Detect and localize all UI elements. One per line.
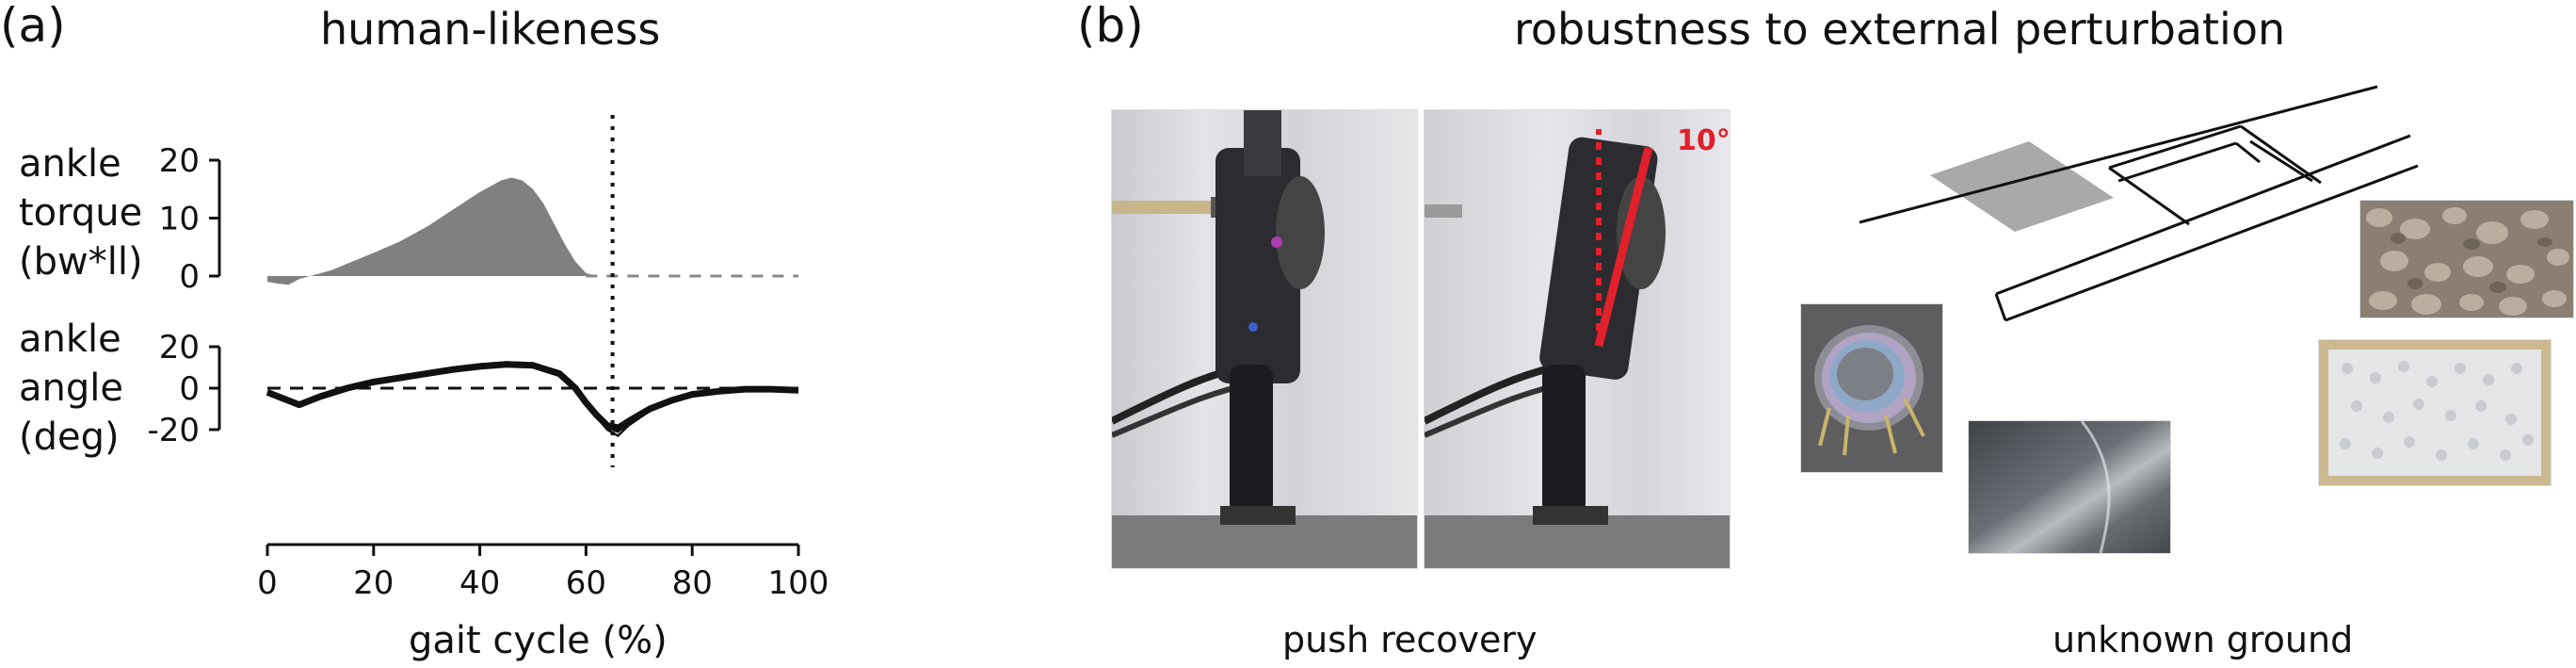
torque-y-tick-label: 10 — [159, 201, 200, 238]
gravel-photo — [2359, 200, 2574, 318]
angle-ylabel: ankle angle (deg) — [19, 315, 123, 462]
x-tick-label: 80 — [672, 564, 713, 602]
angle-y-tick-label: 20 — [159, 329, 200, 367]
angle-series-line — [266, 362, 799, 437]
x-tick-label: 0 — [257, 564, 278, 602]
oil-spill-photo-icon — [1801, 304, 1942, 472]
treadmill-diagram — [1859, 85, 2419, 322]
torque-y-tick-label: 20 — [159, 142, 200, 180]
torque-ylabel: ankle torque (bw*ll) — [19, 139, 143, 286]
steel-plate-photo-icon — [1969, 421, 2170, 553]
oil-spill-photo — [1800, 303, 1943, 473]
push-photo-left — [1111, 109, 1418, 569]
torque-y-tick-label: 0 — [179, 258, 200, 296]
x-axis-label: gait cycle (%) — [409, 619, 668, 662]
unknown-ground-caption: unknown ground — [2053, 619, 2354, 660]
lean-angle-label: 10° — [1677, 124, 1731, 157]
x-tick-label: 20 — [353, 564, 394, 602]
torque-area — [267, 177, 798, 285]
panel-a-label: (a) — [0, 0, 66, 53]
panel-b-label: (b) — [1077, 0, 1144, 53]
robot-photo-icon — [1112, 110, 1417, 568]
angle-series-line — [266, 361, 799, 432]
push-photo-right: 10° — [1424, 109, 1731, 569]
angle-ylabel-line3: (deg) — [19, 415, 120, 459]
angle-ylabel-line1: ankle — [19, 318, 121, 361]
beads-photo — [2318, 339, 2552, 486]
torque-ylabel-line2: torque — [19, 191, 143, 235]
beads-photo-icon — [2319, 340, 2551, 485]
angle-series-line — [266, 364, 799, 433]
angle-ylabel-line2: angle — [19, 367, 123, 410]
steel-plate-photo — [1968, 420, 2171, 554]
panel-b-title: robustness to external perturbation — [1514, 4, 2286, 55]
torque-ylabel-line3: (bw*ll) — [19, 240, 143, 284]
panel-a-title: human-likeness — [320, 4, 661, 55]
angle-series-line — [266, 362, 799, 432]
push-recovery-caption: push recovery — [1282, 619, 1538, 660]
x-tick-label: 40 — [459, 564, 500, 602]
robot-photo-icon — [1425, 110, 1730, 568]
x-tick-label: 60 — [566, 564, 606, 602]
x-tick-label: 100 — [768, 564, 829, 602]
gravel-photo-icon — [2360, 201, 2573, 318]
torque-ylabel-line1: ankle — [19, 142, 121, 186]
angle-y-tick-label: 0 — [179, 370, 200, 408]
angle-y-tick-label: -20 — [147, 412, 200, 449]
